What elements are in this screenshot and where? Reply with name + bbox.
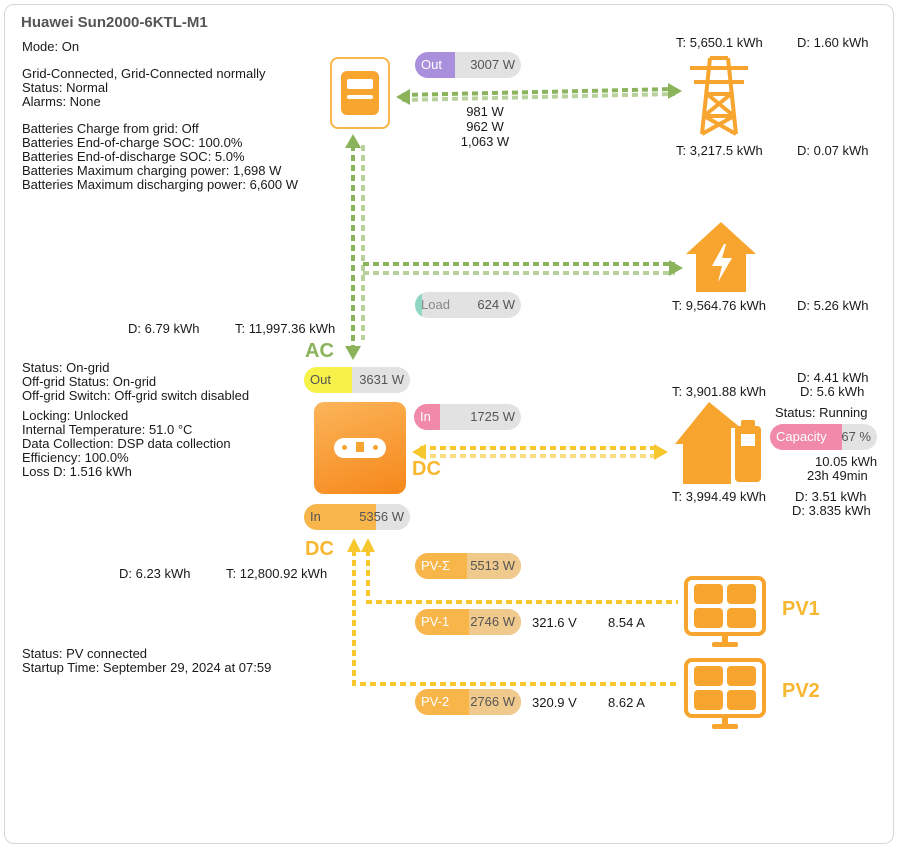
- battery-pill-label: In: [420, 409, 431, 424]
- ac-out-pill[interactable]: Out 3631 W: [304, 367, 410, 393]
- pv2-voltage: 320.9 V: [532, 695, 577, 710]
- home-battery-icon[interactable]: [675, 400, 765, 484]
- home-lightning-icon[interactable]: [684, 220, 758, 294]
- loss-text: Loss D: 1.516 kWh: [22, 464, 132, 479]
- dc-daily: D: 6.23 kWh: [119, 566, 191, 581]
- offgrid-status-text: Off-grid Status: On-grid: [22, 374, 157, 389]
- battery-daily-discharge-a: D: 3.51 kWh: [795, 489, 867, 504]
- battery-total-discharge: T: 3,994.49 kWh: [672, 489, 766, 504]
- load-pill-value: 624 W: [477, 297, 515, 312]
- pv2-value: 2766 W: [470, 694, 515, 709]
- capacity-value: 67 %: [841, 429, 871, 444]
- battery-pill-value: 1725 W: [470, 409, 515, 424]
- pv-sum-value: 5513 W: [470, 558, 515, 573]
- pv-sum-label: PV-Σ: [421, 558, 450, 573]
- phase1-power: 981 W: [466, 104, 504, 119]
- inverter-info: Mode: On Grid-Connected, Grid-Connected …: [22, 40, 298, 192]
- grid-daily-import: D: 0.07 kWh: [797, 143, 869, 158]
- pv2-name: PV2: [782, 680, 820, 702]
- dc-pill-fill: [304, 504, 376, 530]
- grid-pill-fill: [415, 52, 455, 78]
- load-total: T: 9,564.76 kWh: [672, 298, 766, 313]
- grid-total-import: T: 3,217.5 kWh: [676, 143, 763, 158]
- ac-total: T: 11,997.36 kWh: [235, 321, 336, 336]
- ac-label: AC: [305, 340, 334, 362]
- mode-text: Mode: On: [22, 39, 80, 54]
- dc-total: T: 12,800.92 kWh: [226, 566, 328, 581]
- pv2-pill[interactable]: PV-2 2766 W: [415, 689, 521, 715]
- transmission-tower-icon[interactable]: [688, 54, 750, 138]
- load-daily: D: 5.26 kWh: [797, 298, 869, 313]
- load-pill-label: Load: [421, 297, 450, 312]
- data-collection-text: Data Collection: DSP data collection: [22, 436, 231, 451]
- pv1-value: 2746 W: [470, 614, 515, 629]
- pv1-name: PV1: [782, 598, 820, 620]
- pv-status-text: Status: PV connected: [22, 646, 148, 661]
- dc-pill-value: 5356 W: [359, 509, 404, 524]
- temperature-text: Internal Temperature: 51.0 °C: [22, 422, 193, 437]
- battery-daily-charge-b: D: 5.6 kWh: [800, 384, 865, 399]
- dc-in-pill[interactable]: In 5356 W: [304, 504, 410, 530]
- dc-label-bottom: DC: [305, 538, 334, 560]
- grid-out-pill[interactable]: Out 3007 W: [415, 52, 521, 78]
- grid-daily-export: D: 1.60 kWh: [797, 35, 869, 50]
- inverter-status-block: Status: On-grid Off-grid Status: On-grid…: [22, 361, 249, 479]
- battery-in-pill[interactable]: In 1725 W: [414, 404, 521, 430]
- battery-daily-discharge-b: D: 3.835 kWh: [792, 503, 871, 518]
- pv-sum-pill[interactable]: PV-Σ 5513 W: [415, 553, 521, 579]
- pv1-current: 8.54 A: [608, 615, 645, 630]
- end-discharge-text: Batteries End-of-discharge SOC: 5.0%: [22, 149, 245, 164]
- pv-status-block: Status: PV connected Startup Time: Septe…: [22, 647, 271, 675]
- card-title: Huawei Sun2000-6KTL-M1: [21, 14, 208, 31]
- offgrid-switch-text: Off-grid Switch: Off-grid switch disable…: [22, 388, 250, 403]
- ac-pill-fill: [304, 367, 352, 393]
- capacity-fill: [770, 424, 842, 450]
- ac-pill-value: 3631 W: [359, 372, 404, 387]
- end-charge-text: Batteries End-of-charge SOC: 100.0%: [22, 135, 243, 150]
- pv2-current: 8.62 A: [608, 695, 645, 710]
- startup-time-text: Startup Time: September 29, 2024 at 07:5…: [22, 660, 272, 675]
- pv1-pill[interactable]: PV-1 2746 W: [415, 609, 521, 635]
- locking-text: Locking: Unlocked: [22, 408, 129, 423]
- grid-phases: 981 W 962 W 1,063 W: [445, 104, 525, 149]
- grid-pill-label: Out: [421, 57, 442, 72]
- ongrid-status-text: Status: On-grid: [22, 360, 110, 375]
- battery-status: Status: Running: [775, 405, 868, 420]
- status-text: Status: Normal: [22, 80, 108, 95]
- grid-state-text: Grid-Connected, Grid-Connected normally: [22, 66, 266, 81]
- battery-daily-charge-a: D: 4.41 kWh: [797, 370, 869, 385]
- dc-label-right: DC: [412, 458, 441, 480]
- alarms-text: Alarms: None: [22, 94, 101, 109]
- load-pill-fill: [415, 292, 422, 318]
- capacity-label: Capacity: [776, 429, 827, 444]
- pv1-voltage: 321.6 V: [532, 615, 577, 630]
- solar-panel-icon-2[interactable]: [680, 658, 770, 730]
- pv1-label: PV-1: [421, 614, 450, 629]
- load-pill[interactable]: Load 624 W: [415, 292, 521, 318]
- max-charge-text: Batteries Maximum charging power: 1,698 …: [22, 163, 282, 178]
- phase3-power: 1,063 W: [460, 134, 510, 149]
- solar-panel-icon[interactable]: [680, 576, 770, 648]
- pv2-label: PV-2: [421, 694, 450, 709]
- charge-from-grid-text: Batteries Charge from grid: Off: [22, 121, 199, 136]
- inverter-icon[interactable]: [314, 402, 406, 494]
- battery-pill-fill: [414, 404, 440, 430]
- battery-energy: 10.05 kWh: [815, 454, 878, 469]
- ac-daily: D: 6.79 kWh: [128, 321, 200, 336]
- dc-pill-label: In: [310, 509, 321, 524]
- ac-pill-label: Out: [310, 372, 331, 387]
- battery-time-left: 23h 49min: [807, 468, 868, 483]
- meter-icon[interactable]: [330, 57, 390, 129]
- battery-capacity-pill[interactable]: Capacity 67 %: [770, 424, 877, 450]
- grid-total-export: T: 5,650.1 kWh: [676, 35, 763, 50]
- grid-pill-value: 3007 W: [470, 57, 515, 72]
- battery-total-charge: T: 3,901.88 kWh: [672, 384, 766, 399]
- phase2-power: 962 W: [466, 119, 504, 134]
- max-discharge-text: Batteries Maximum discharging power: 6,6…: [22, 177, 299, 192]
- efficiency-text: Efficiency: 100.0%: [22, 450, 129, 465]
